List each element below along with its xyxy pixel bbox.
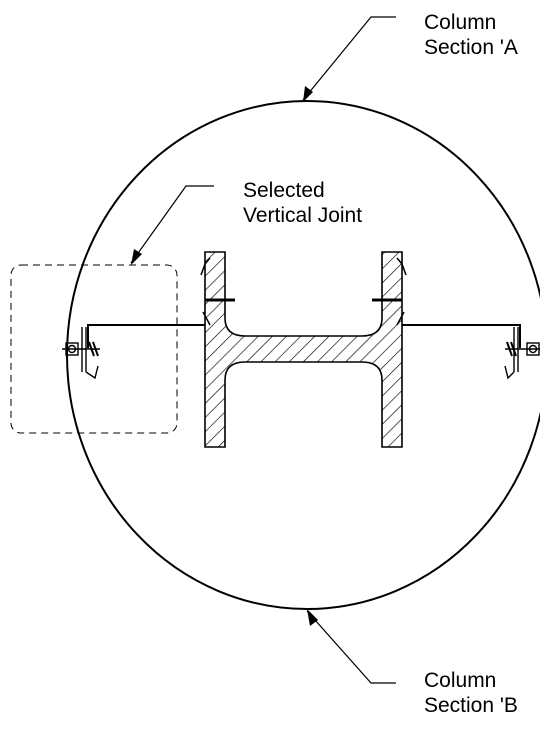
right-connection-plate [372, 257, 521, 348]
label-column-section-b: Column Section 'B [424, 668, 518, 718]
label-selected-vertical-joint-line1: Selected [243, 179, 325, 202]
label-column-section-b-line1: Column [424, 669, 497, 692]
label-selected-vertical-joint-line2: Vertical Joint [243, 204, 363, 227]
right-bolt-detail [504, 327, 540, 380]
left-connection-plate [87, 257, 235, 348]
selected-joint-box [10, 264, 178, 434]
label-column-section-a-line2: Section 'A [424, 36, 518, 59]
left-bolt-detail [62, 327, 100, 380]
leader-selected-joint [130, 185, 214, 265]
label-selected-vertical-joint: Selected Vertical Joint [243, 178, 362, 228]
leader-column-b [306, 609, 396, 684]
leader-column-a [302, 16, 396, 102]
label-column-section-a-line1: Column [424, 11, 497, 34]
label-column-section-a: Column Section 'A [424, 10, 518, 60]
label-column-section-b-line2: Section 'B [424, 694, 518, 717]
h-beam [204, 251, 403, 448]
